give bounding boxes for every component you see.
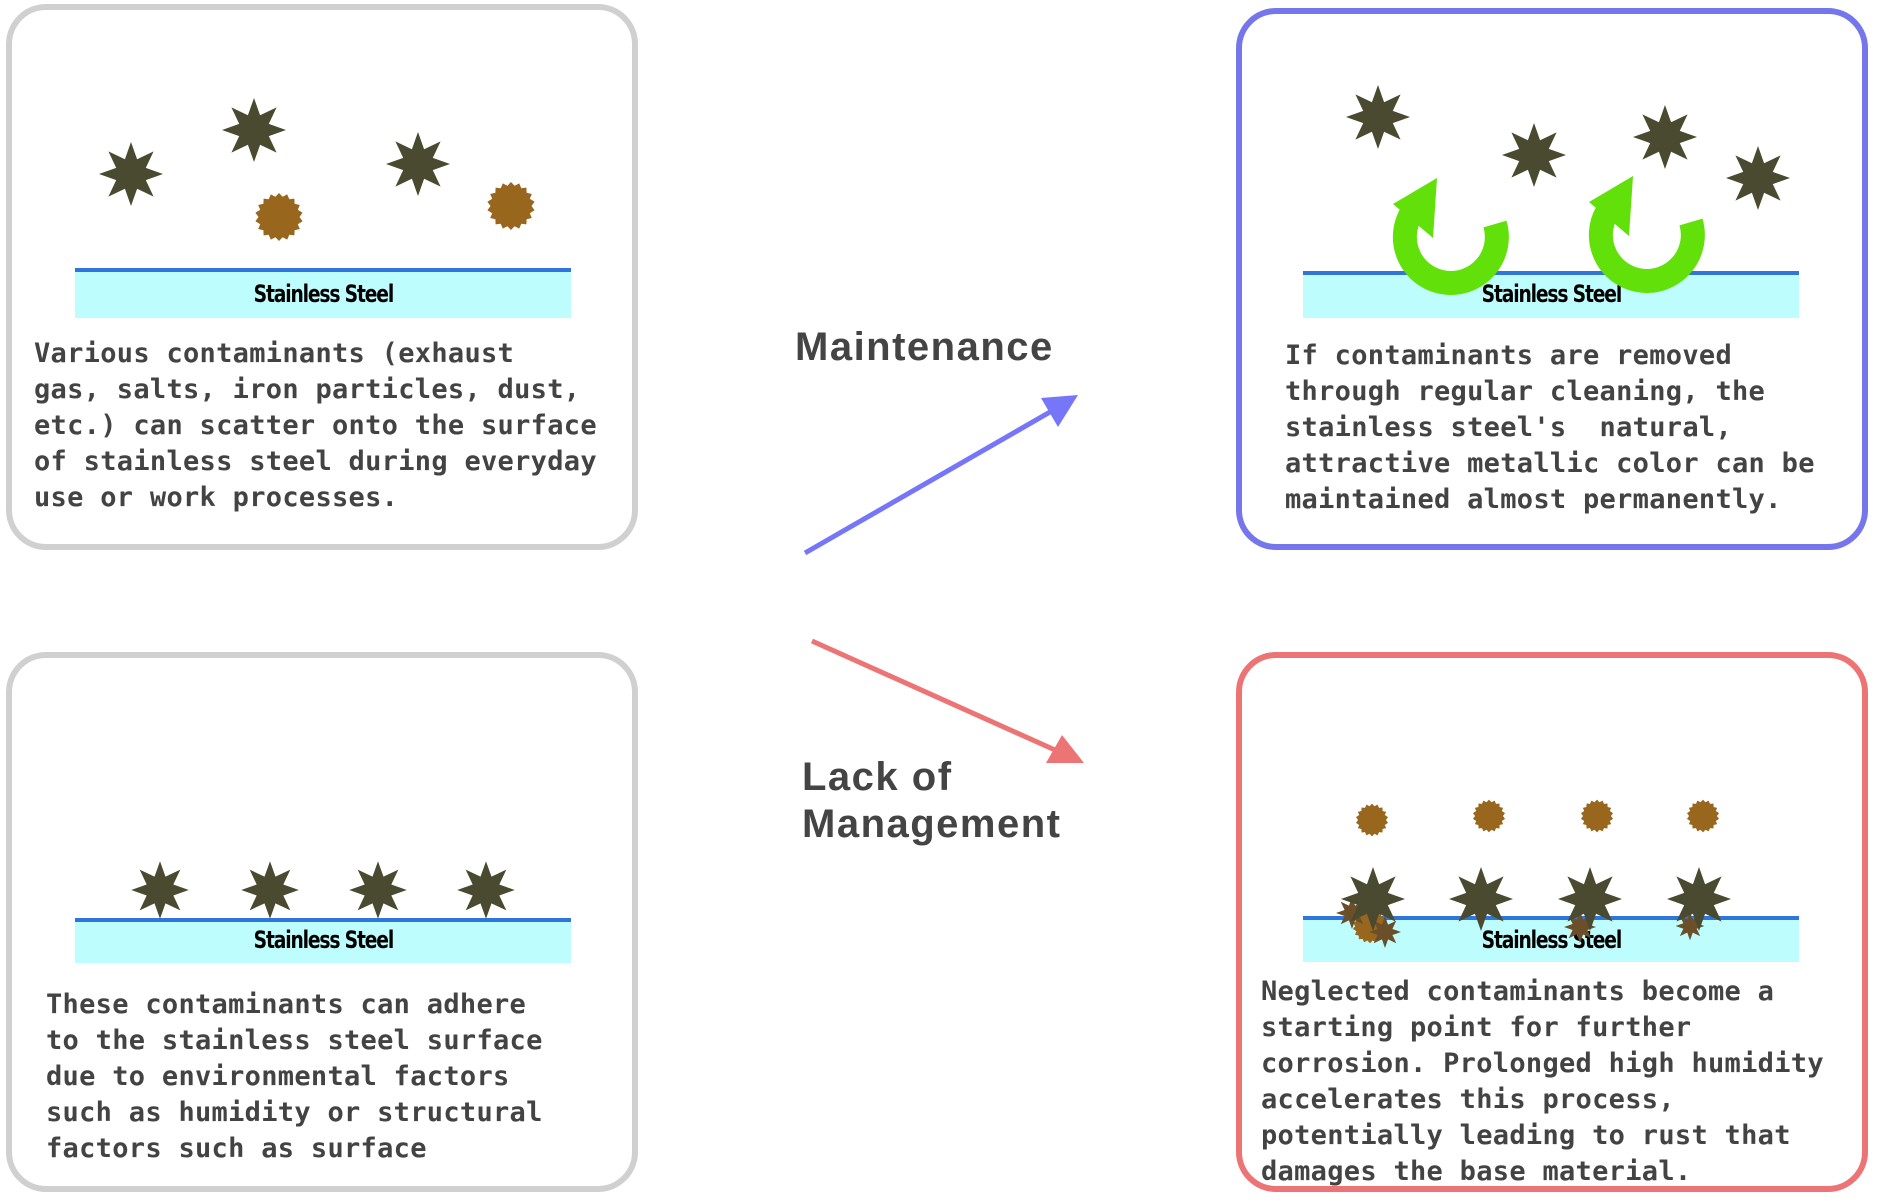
description-scatter: Various contaminants (exhaust gas, salts…: [34, 338, 597, 513]
neglect-arrow-icon: [810, 638, 1084, 763]
cleaning-arrow-icon: [1589, 176, 1693, 281]
contaminant-particle-icon: [1667, 867, 1731, 931]
steel-band-scatter: Stainless Steel: [75, 268, 571, 318]
rust-particle-icon: [1355, 803, 1389, 837]
contaminant-particle-icon: [241, 861, 299, 919]
description-maintained: If contaminants are removed through regu…: [1285, 340, 1815, 515]
steel-label: Stainless Steel: [1481, 280, 1622, 308]
contaminant-particle-icon: [1558, 867, 1622, 931]
steel-label: Stainless Steel: [1481, 926, 1622, 954]
steel-band-adhere: Stainless Steel: [75, 918, 571, 963]
steel-label: Stainless Steel: [253, 926, 394, 954]
contaminant-particle-icon: [131, 861, 189, 919]
rust-particle-icon: [1472, 799, 1506, 833]
contaminant-particle-icon: [1633, 105, 1697, 169]
maintenance-label: Maintenance: [795, 325, 1054, 369]
cleaning-arrow-icon: [1393, 178, 1497, 283]
contaminant-particle-icon: [1341, 867, 1405, 931]
contaminant-particle-icon: [1449, 867, 1513, 931]
description-neglected: Neglected contaminants become a starting…: [1261, 976, 1824, 1187]
description-adhere: These contaminants can adhere to the sta…: [46, 989, 543, 1164]
contaminant-particle-icon: [457, 861, 515, 919]
steel-label: Stainless Steel: [253, 280, 394, 308]
contaminant-particle-icon: [99, 142, 163, 206]
rust-particle-icon: [255, 193, 303, 241]
rust-particle-icon: [1580, 799, 1614, 833]
contaminant-particle-icon: [1726, 146, 1790, 210]
rust-particle-icon: [487, 182, 535, 230]
contaminant-particle-icon: [222, 98, 286, 162]
contaminant-particle-icon: [349, 861, 407, 919]
contaminant-particle-icon: [386, 132, 450, 196]
contaminant-particle-icon: [1502, 123, 1566, 187]
steel-band-maintained: Stainless Steel: [1303, 271, 1799, 318]
rust-particle-icon: [1686, 799, 1720, 833]
contaminant-particle-icon: [1346, 85, 1410, 149]
lack-of-management-label: Lack of Management: [802, 755, 1062, 846]
maintenance-arrow-icon: [803, 395, 1078, 556]
